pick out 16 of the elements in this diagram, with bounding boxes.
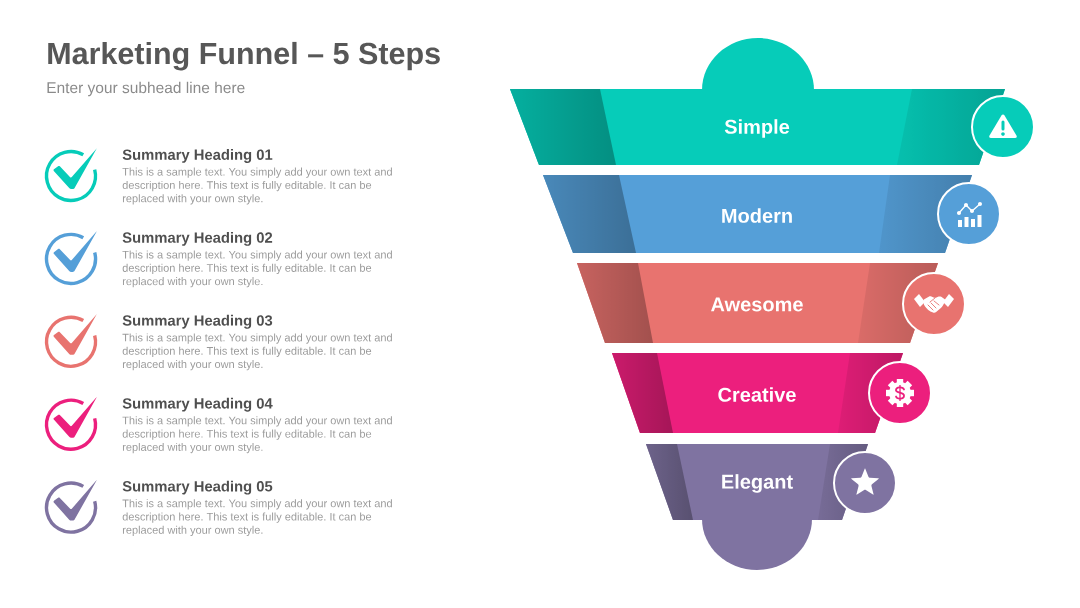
summary-heading: Summary Heading 03	[122, 314, 273, 329]
node-label: Modern	[722, 208, 792, 223]
summary-heading: Summary Heading 01	[122, 149, 273, 163]
summary-text: This is a sample text. You simply add your own text and description here. This text is fully editable. It can be replaced with your own style.	[122, 333, 392, 371]
funnel-band: Elegant	[646, 444, 868, 570]
node-label: Awesome	[711, 297, 803, 312]
summary-text: This is a sample text. You simply add your own text and description here. This text is fully editable. It can be replaced with your own style.	[122, 250, 392, 288]
summary-text: This is a sample text. You simply add your own text and description here. This text is fully editable. It can be replaced with your own style.	[122, 499, 392, 537]
title: Marketing Funnel – 5 Steps	[48, 41, 440, 71]
summary-heading: Summary Heading 04	[122, 397, 273, 412]
summary-text: This is a sample text. You simply add your own text and description here. This text is fully editable. It can be replaced with your own style.	[122, 416, 392, 454]
subtitle: Enter your subhead line here	[47, 81, 245, 97]
funnel-band: Simple	[510, 38, 1005, 165]
summary-heading: Summary Heading 02	[122, 231, 273, 246]
summary-text: This is a sample text. You simply add your own text and description here. This text is fully editable. It can be replaced with your own style.	[122, 167, 392, 205]
summary-heading: Summary Heading 05	[122, 480, 273, 495]
